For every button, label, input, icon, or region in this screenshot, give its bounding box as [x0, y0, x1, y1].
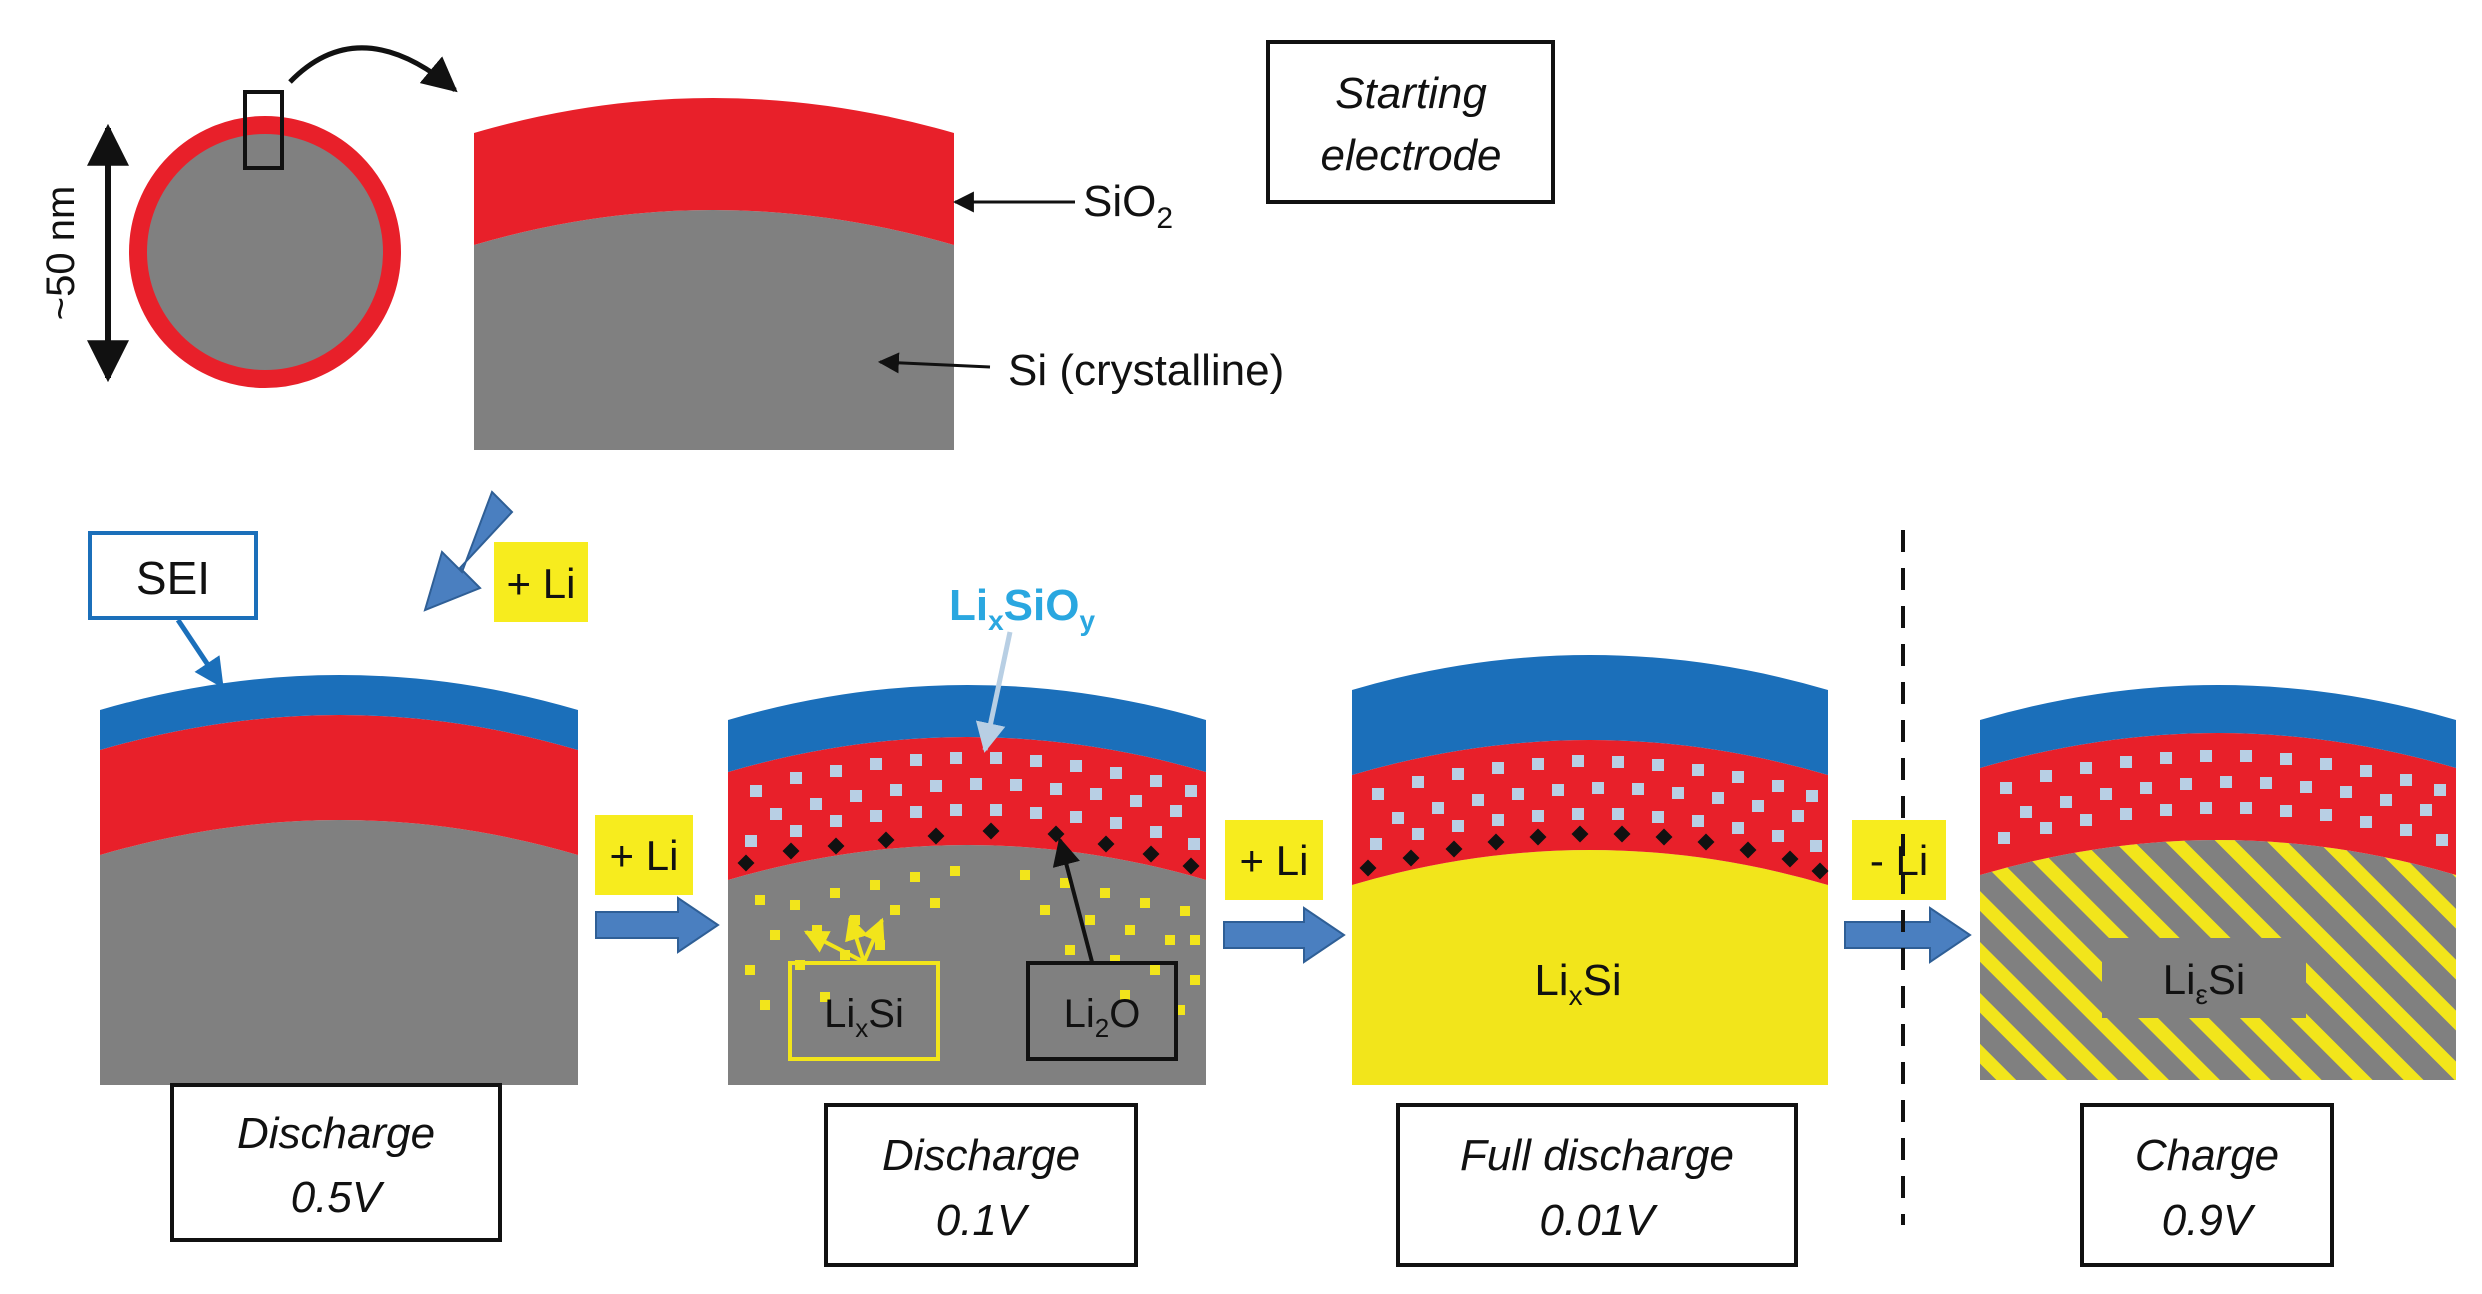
stage-label-box-3 — [1396, 1103, 1798, 1267]
plus-li-badge-0 — [494, 542, 588, 622]
stage2-sei — [728, 685, 1206, 772]
si-pointer — [877, 352, 991, 374]
sei-label: SEI — [136, 552, 210, 604]
lixsi-pointer-c — [862, 917, 885, 963]
diagonal-arrow — [423, 490, 514, 612]
stage-label-3-line1: Full discharge — [1460, 1131, 1734, 1180]
plus-li-badge-2 — [1225, 820, 1323, 900]
starting-electrode-group: ~50 nm SiO2 Si (crystalline) Starting el… — [39, 40, 1555, 450]
plus-li-badge-1 — [595, 815, 693, 895]
stage1-sei — [100, 675, 578, 750]
stage-discharge-01: LixSiOy LixSi Li2O — [728, 581, 1206, 1085]
sei-box — [88, 531, 258, 620]
sei-callout: SEI — [88, 531, 258, 689]
stage-label-box-2 — [824, 1103, 1138, 1267]
lixsi-label-stage3: LixSi — [1534, 956, 1621, 1011]
stage-discharge-05 — [100, 675, 578, 1085]
minus-li-badge — [1852, 820, 1946, 900]
stage-charge: LiεSi — [1980, 685, 2456, 1080]
plus-li-label-0: + Li — [507, 560, 576, 607]
zoom-arrow — [288, 45, 458, 93]
stage1-sio2 — [100, 715, 578, 855]
starting-label-line2: electrode — [1320, 131, 1501, 180]
stage-full-discharge: LixSi — [1352, 655, 1829, 1085]
stage2-sio2 — [728, 737, 1206, 880]
zoom-box — [243, 90, 284, 170]
li2o-box — [1026, 961, 1178, 1061]
stage4-lixsioy-dots — [1998, 750, 2448, 846]
plus-li-label-2: + Li — [1240, 837, 1309, 884]
stage3-lixsioy-dots — [1370, 755, 1822, 852]
plus-li-label-1: + Li — [610, 832, 679, 879]
stage-label-4-line2: 0.9V — [2162, 1196, 2256, 1245]
lithiation-step-0: + Li — [423, 490, 588, 622]
transition-2: + Li — [1223, 820, 1346, 964]
sio2-label: SiO2 — [1083, 177, 1173, 235]
stage4-sei — [1980, 685, 2456, 768]
starting-label-line1: Starting — [1335, 69, 1487, 118]
stage-label-box-4 — [2080, 1103, 2334, 1267]
stage3-li2o-dots — [1359, 825, 1829, 880]
stage-label-box-1 — [170, 1083, 502, 1242]
si-crystalline-label: Si (crystalline) — [1008, 346, 1284, 395]
lixsi-box — [788, 961, 940, 1061]
lixsioy-label: LixSiOy — [949, 581, 1095, 636]
stage3-sio2 — [1352, 740, 1828, 885]
stage-label-1-line1: Discharge — [237, 1109, 435, 1158]
stage3-sei — [1352, 655, 1828, 775]
stage-label-2: Discharge 0.1V — [824, 1103, 1138, 1267]
stage3-lixsi — [1352, 850, 1828, 1085]
li2o-pointer — [1052, 837, 1094, 963]
right-arrow-1 — [595, 896, 720, 954]
lixsioy-pointer — [975, 631, 1013, 753]
lixsi-pointer-a — [803, 930, 865, 964]
transition-3: - Li — [1844, 820, 1972, 964]
sei-pointer — [175, 618, 225, 689]
minus-li-label: - Li — [1870, 837, 1928, 884]
right-arrow-2 — [1223, 906, 1346, 964]
li2o-label: Li2O — [1064, 992, 1141, 1043]
lixsi-pointer-b — [845, 915, 868, 963]
stage-label-3-line2: 0.01V — [1540, 1196, 1659, 1245]
stage2-si — [728, 845, 1206, 1085]
stage-label-1: Discharge 0.5V — [170, 1083, 502, 1242]
size-label: ~50 nm — [39, 186, 83, 321]
stage-label-2-line2: 0.1V — [936, 1196, 1030, 1245]
liesi-badge — [2102, 938, 2306, 1018]
stage-label-1-line2: 0.5V — [291, 1173, 385, 1222]
stage1-si — [100, 820, 578, 1085]
lixsi-label-stage2: LixSi — [824, 992, 904, 1043]
zoom-si-core — [474, 210, 954, 450]
stage4-sio2 — [1980, 733, 2456, 875]
liesi-label: LiεSi — [2163, 956, 2246, 1010]
stage2-lixsioy-dots — [745, 752, 1200, 850]
stage-label-2-line1: Discharge — [882, 1131, 1080, 1180]
stage-label-4-line1: Charge — [2135, 1131, 2279, 1180]
stage-label-4: Charge 0.9V — [2080, 1103, 2334, 1267]
zoom-sio2-shell — [474, 98, 954, 245]
starting-electrode-box — [1266, 40, 1555, 204]
stage-label-3: Full discharge 0.01V — [1396, 1103, 1798, 1267]
transition-1: + Li — [595, 815, 720, 954]
particle-circle — [129, 116, 401, 388]
right-arrow-3 — [1844, 906, 1972, 964]
